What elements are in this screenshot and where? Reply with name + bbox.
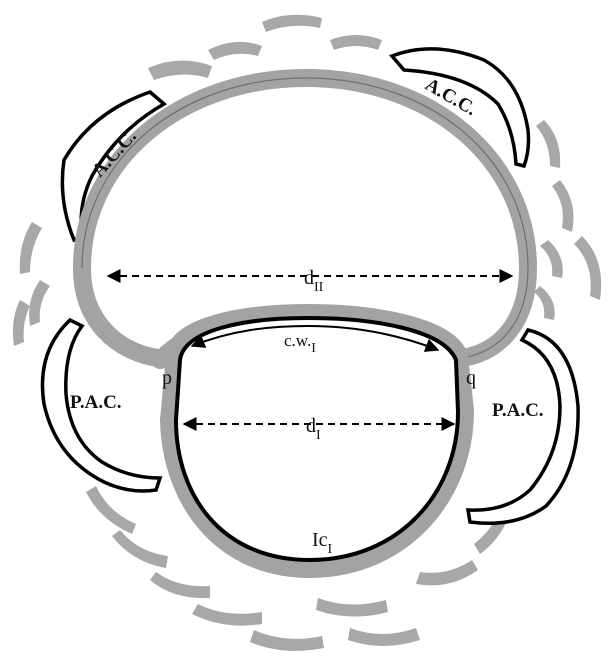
- inner-chamber-lining: [173, 315, 461, 563]
- cell-bottom-2: [112, 530, 168, 568]
- outer-diameter-sub: II: [314, 280, 324, 295]
- cell-top-4: [148, 60, 212, 80]
- cell-top-3: [330, 35, 382, 50]
- pac-left-cell: [40, 317, 163, 493]
- inner-diameter-label: dI: [306, 415, 321, 443]
- wall-label-sub: I: [311, 341, 316, 356]
- acc-right-cell: [389, 47, 531, 169]
- cell-right-4: [574, 236, 602, 300]
- inner-diameter-sub: I: [316, 428, 321, 443]
- cell-right-3: [540, 240, 563, 278]
- cell-right-2: [552, 180, 574, 232]
- pac-right-label: P.A.C.: [492, 400, 544, 421]
- point-p-label: p: [162, 367, 172, 389]
- wall-label-base: c.w.: [284, 331, 311, 350]
- cell-bottom-7: [348, 628, 420, 646]
- wall-arrow: [190, 324, 440, 352]
- cell-bottom-6: [316, 598, 388, 617]
- cell-bottom-8: [416, 560, 478, 586]
- cell-left-3: [12, 300, 30, 346]
- inner-chamber-label: IcI: [312, 529, 333, 557]
- cell-bottom-1: [86, 486, 136, 534]
- cell-left-2: [29, 280, 50, 326]
- outer-chamber-wall-edge: [81, 77, 529, 359]
- inner-diameter-base: d: [306, 415, 316, 437]
- inner-chamber-base: Ic: [312, 529, 328, 551]
- pac-right-cell: [465, 328, 580, 526]
- cell-top-2: [208, 41, 262, 60]
- outer-diameter-label: dII: [304, 267, 324, 295]
- cell-bottom-3: [150, 572, 210, 599]
- cell-top-1: [262, 14, 322, 32]
- cell-right-1: [536, 120, 561, 168]
- cell-bottom-4: [192, 604, 262, 626]
- cell-left-1: [19, 222, 42, 274]
- cell-right-5: [534, 286, 555, 320]
- inner-chamber-sub: I: [328, 542, 333, 557]
- pac-left-label: P.A.C.: [70, 392, 122, 413]
- wall-label: c.w.I: [284, 331, 316, 356]
- cell-bottom-5: [250, 630, 324, 651]
- surrounding-cells: [12, 14, 602, 651]
- point-q-label: q: [466, 367, 476, 389]
- outer-diameter-base: d: [304, 267, 314, 289]
- acc-left-cell: [60, 90, 168, 243]
